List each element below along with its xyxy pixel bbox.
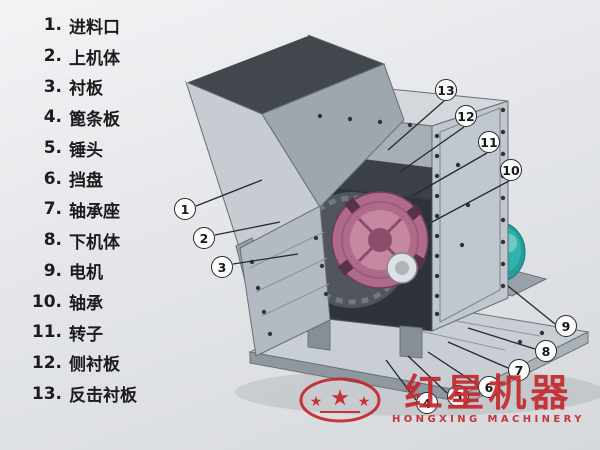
leader-lines (195, 100, 556, 401)
parts-list-item: 11. 转子 (28, 317, 137, 348)
part-number: 8. (43, 230, 62, 251)
brand-watermark: ★ ★ ★ 红星机器 HONGXING MACHINERY (298, 374, 585, 425)
part-number: 7. (43, 199, 62, 220)
part-label: 轴承座 (69, 201, 120, 222)
callout-8: 8 (535, 340, 557, 362)
callout-number: 6 (484, 379, 494, 395)
parts-list-item: 13. 反击衬板 (28, 378, 137, 409)
svg-text:★: ★ (358, 394, 371, 410)
part-number: 5. (43, 138, 62, 159)
part-number: 1. (43, 15, 62, 36)
parts-list-item: 12. 侧衬板 (28, 348, 137, 379)
callout-number: 5 (453, 388, 463, 404)
part-number: 3. (43, 76, 62, 97)
callout-12: 12 (455, 105, 477, 127)
callout-number: 11 (480, 134, 498, 150)
callout-7: 7 (508, 359, 530, 381)
callout-number: 9 (561, 318, 571, 334)
brand-name-cn: 红星机器 (404, 371, 573, 415)
callout-6: 6 (478, 376, 500, 398)
part-number: 12. (31, 352, 62, 373)
parts-list-item: 9. 电机 (28, 256, 137, 287)
part-label: 下机体 (69, 232, 120, 253)
callout-1: 1 (174, 198, 196, 220)
callout-number: 13 (437, 82, 455, 98)
parts-list: 1. 进料口 2. 上机体 3. 衬板 4. 篦条板 5. 锤头 6. 挡盘 7. 轴承座 8… (28, 10, 137, 409)
svg-text:★: ★ (310, 394, 323, 410)
callout-5: 5 (447, 385, 469, 407)
brand-logo-icon: ★ ★ ★ (299, 377, 381, 423)
parts-list-item: 1. 进料口 (28, 10, 137, 41)
callout-13: 13 (435, 79, 457, 101)
parts-list-item: 10. 轴承 (28, 286, 137, 317)
part-number: 4. (43, 107, 62, 128)
part-number: 11. (31, 322, 62, 343)
part-number: 10. (31, 291, 62, 312)
brand-name-en: HONGXING MACHINERY (392, 414, 585, 425)
parts-list-item: 6. 挡盘 (28, 163, 137, 194)
parts-list-item: 4. 篦条板 (28, 102, 137, 133)
callout-number: 3 (217, 259, 227, 275)
callout-11: 11 (478, 131, 500, 153)
left-liner-wall (239, 205, 331, 357)
callout-9: 9 (555, 315, 577, 337)
callout-number: 7 (514, 362, 524, 378)
callout-4: 4 (416, 392, 438, 414)
part-label: 衬板 (69, 79, 103, 100)
part-label: 挡盘 (69, 171, 103, 192)
part-label: 篦条板 (69, 109, 120, 130)
parts-list-item: 7. 轴承座 (28, 194, 137, 225)
parts-list-item: 8. 下机体 (28, 225, 137, 256)
callout-10: 10 (500, 159, 522, 181)
part-label: 锤头 (69, 140, 103, 161)
part-label: 电机 (69, 263, 103, 284)
callout-2: 2 (193, 227, 215, 249)
callout-number: 1 (180, 201, 190, 217)
callout-3: 3 (211, 256, 233, 278)
callout-number: 2 (199, 230, 209, 246)
callout-number: 10 (502, 162, 520, 178)
part-number: 13. (31, 383, 62, 404)
part-label: 转子 (69, 324, 103, 345)
part-number: 6. (43, 168, 62, 189)
parts-list-item: 2. 上机体 (28, 41, 137, 72)
part-label: 进料口 (69, 17, 120, 38)
part-number: 2. (43, 46, 62, 67)
parts-list-item: 3. 衬板 (28, 71, 137, 102)
brand-text: 红星机器 HONGXING MACHINERY (392, 374, 585, 425)
part-label: 反击衬板 (69, 386, 137, 407)
part-number: 9. (43, 260, 62, 281)
part-label: 上机体 (69, 48, 120, 69)
svg-text:★: ★ (330, 386, 350, 411)
callout-number: 8 (541, 343, 551, 359)
parts-list-item: 5. 锤头 (28, 133, 137, 164)
part-label: 轴承 (69, 294, 103, 315)
callout-number: 4 (422, 395, 432, 411)
callout-number: 12 (457, 108, 475, 124)
part-label: 侧衬板 (69, 355, 120, 376)
